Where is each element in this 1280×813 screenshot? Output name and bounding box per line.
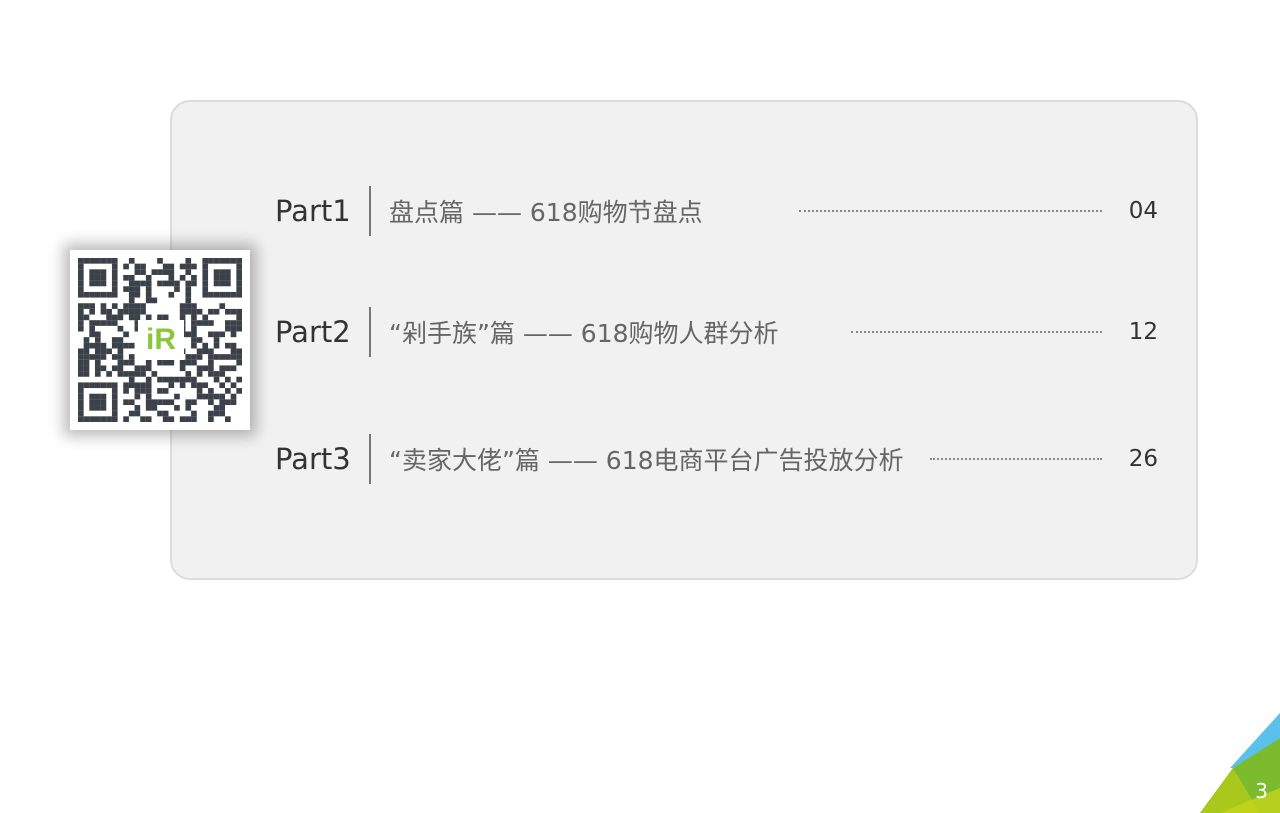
divider [369,434,371,484]
toc-title: “剁手族”篇 —— 618购物人群分析 [389,319,779,348]
qr-code: iR [70,250,250,430]
corner-decoration [1200,713,1280,813]
toc-item-part3[interactable]: Part3 “卖家大佬”篇 —— 618电商平台广告投放分析 26 [275,434,1158,484]
toc-part-label: Part1 [275,194,351,228]
divider [369,186,371,236]
toc-item-part1[interactable]: Part1 盘点篇 —— 618购物节盘点 04 [275,186,1158,236]
dot-leader [929,458,1102,460]
iresearch-logo: iR [138,320,184,360]
dot-leader [798,210,1102,212]
dot-leader [850,331,1102,333]
toc-item-part2[interactable]: Part2 “剁手族”篇 —— 618购物人群分析 12 [275,307,1158,357]
toc-title: “卖家大佬”篇 —— 618电商平台广告投放分析 [389,446,904,475]
toc-page-number: 04 [1128,198,1158,224]
toc-card [170,100,1198,580]
toc-page-number: 12 [1128,319,1158,345]
toc-part-label: Part3 [275,442,351,476]
toc-title: 盘点篇 —— 618购物节盘点 [389,198,703,227]
page-number: 3 [1255,779,1268,803]
divider [369,307,371,357]
toc-part-label: Part2 [275,315,351,349]
toc-page-number: 26 [1128,446,1158,472]
